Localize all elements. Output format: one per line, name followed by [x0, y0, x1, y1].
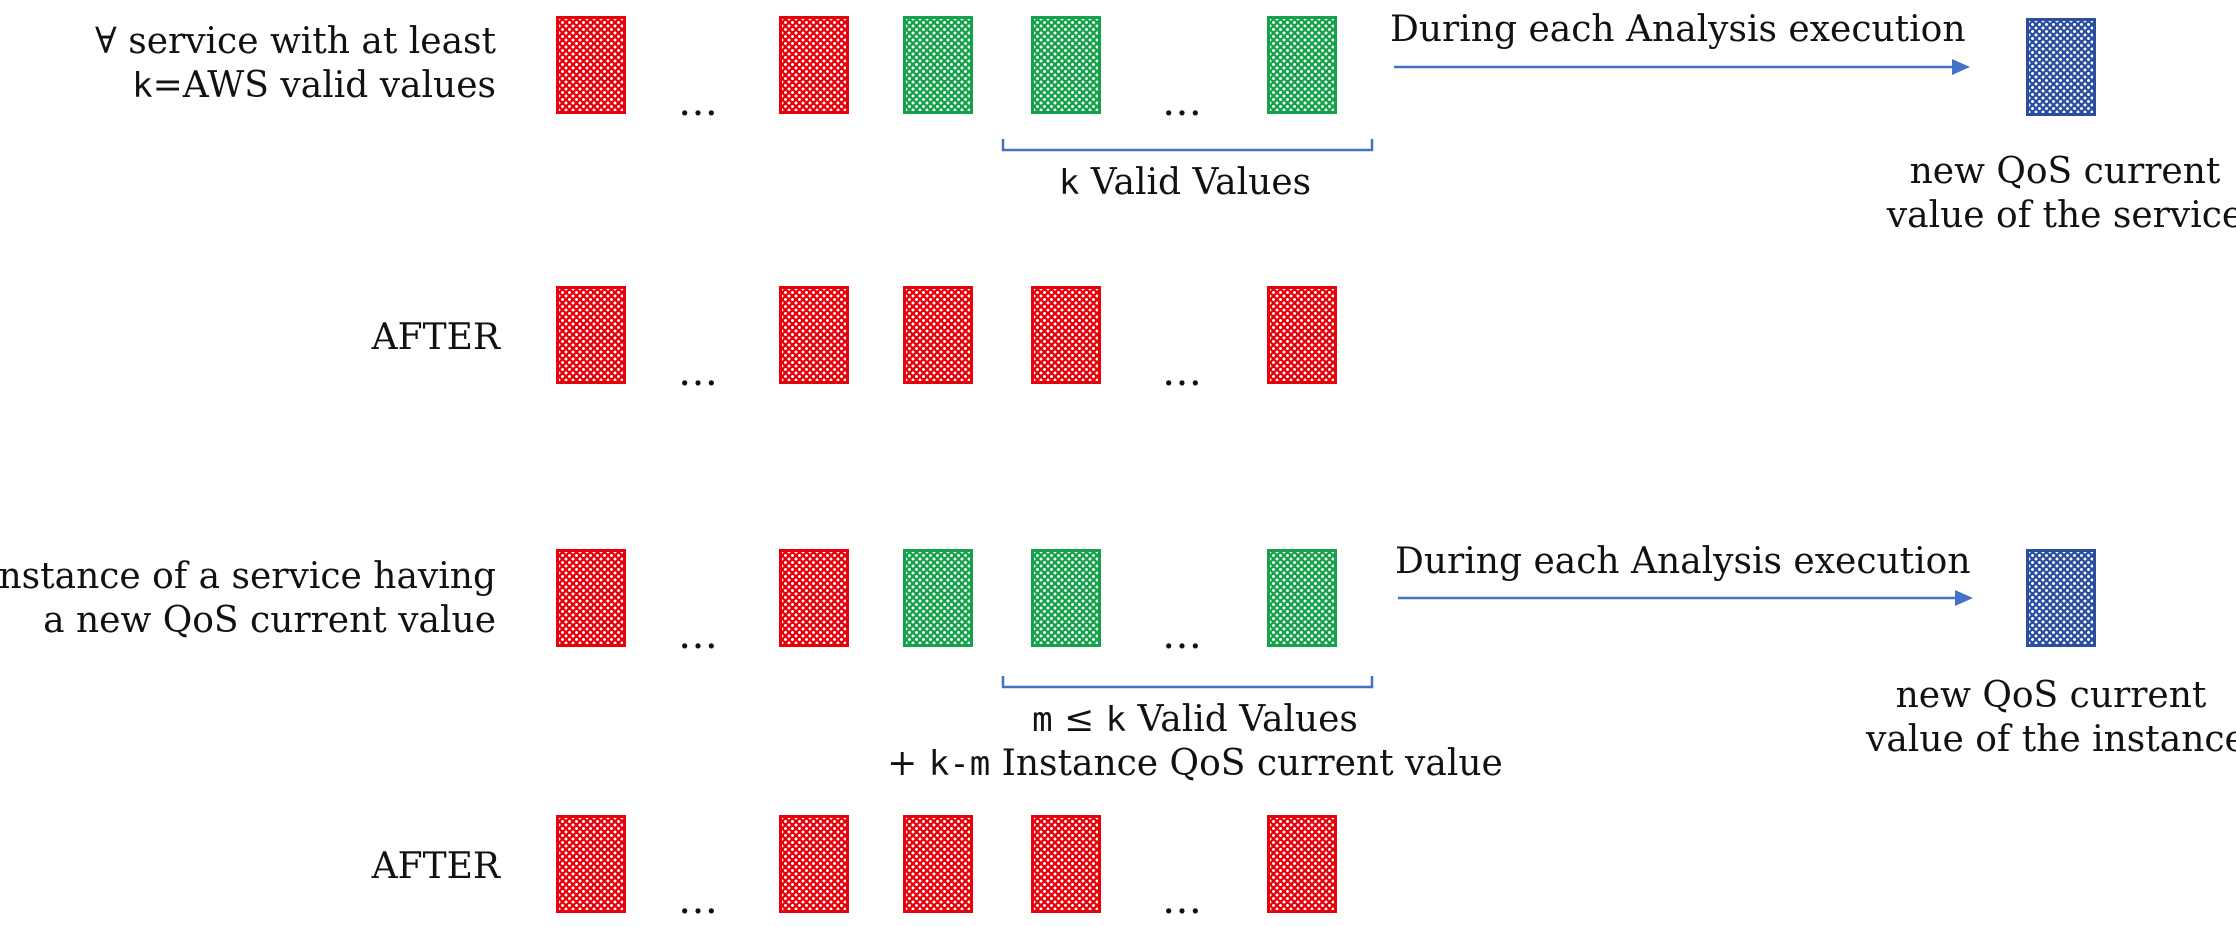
section2-result-label: new QoS current value of the instance — [1866, 674, 2236, 762]
section1-after-label: AFTER — [371, 317, 500, 358]
section1-label-line2: k=AWS valid values — [95, 64, 496, 108]
section2-brace-line1-text: Valid Values — [1126, 699, 1358, 740]
section2-arrow-head — [1955, 590, 1973, 606]
s2-row1-box-1 — [556, 549, 626, 647]
s2-row1-box-3 — [903, 549, 973, 647]
section2-k-code: k — [1105, 700, 1127, 740]
s2-row1-box-5 — [1267, 549, 1337, 647]
section1-label: ∀ service with at least k=AWS valid valu… — [95, 20, 496, 108]
s2-row1-ellipsis-1: … — [678, 612, 718, 658]
section1-result-line1: new QoS current — [1909, 151, 2221, 192]
s2-result-box — [2026, 549, 2096, 647]
section1-brace-k-code: k — [1058, 163, 1080, 203]
section1-arrow-label: During each Analysis execution — [1390, 9, 1966, 50]
section1-arrow-head — [1952, 59, 1970, 75]
s2-row1-box-2 — [779, 549, 849, 647]
section2-brace-line1: m ≤ k Valid Values — [860, 698, 1530, 742]
section2-result-line2: value of the instance — [1866, 719, 2236, 760]
s1-row1-box-1 — [556, 16, 626, 114]
s1-row2-box-4 — [1031, 286, 1101, 384]
section2-km-code: k-m — [928, 744, 991, 784]
section2-label: ∀ instance of a service having a new QoS… — [0, 555, 496, 643]
section2-after-label: AFTER — [371, 846, 500, 887]
section2-brace-line2: + k-m Instance QoS current value — [860, 742, 1530, 786]
section2-result-line1: new QoS current — [1895, 675, 2207, 716]
s1-row2-ellipsis-2: … — [1162, 349, 1202, 395]
s1-row1-ellipsis-1: … — [678, 79, 718, 125]
section2-m-code: m — [1032, 700, 1053, 740]
s1-row2-box-3 — [903, 286, 973, 384]
section1-label-line1: ∀ service with at least — [95, 21, 496, 62]
section1-k-code: k — [132, 66, 153, 106]
section1-label-line2-rest: =AWS valid values — [152, 65, 496, 106]
s1-row2-box-2 — [779, 286, 849, 384]
s1-row1-ellipsis-2: … — [1162, 79, 1202, 125]
section2-arrow-label: During each Analysis execution — [1395, 541, 1971, 582]
section1-result-line2: value of the service — [1886, 195, 2236, 236]
s2-row2-box-3 — [903, 815, 973, 913]
s1-row2-ellipsis-1: … — [678, 349, 718, 395]
s2-row2-box-4 — [1031, 815, 1101, 913]
section1-brace-text: Valid Values — [1079, 162, 1312, 203]
s2-row2-box-1 — [556, 815, 626, 913]
section2-brace — [1001, 676, 1374, 689]
s1-row2-box-1 — [556, 286, 626, 384]
section2-le-symbol: ≤ — [1052, 699, 1106, 740]
section2-label-line1: ∀ instance of a service having — [0, 556, 496, 597]
s2-row1-box-4 — [1031, 549, 1101, 647]
s1-row1-box-2 — [779, 16, 849, 114]
s2-row2-box-5 — [1267, 815, 1337, 913]
s2-row2-ellipsis-2: … — [1162, 877, 1202, 923]
s1-row2-box-5 — [1267, 286, 1337, 384]
s1-row1-box-4 — [1031, 16, 1101, 114]
s1-row1-box-5 — [1267, 16, 1337, 114]
s2-row1-ellipsis-2: … — [1162, 612, 1202, 658]
section2-brace-line2-text: Instance QoS current value — [990, 743, 1503, 784]
s2-row2-ellipsis-1: … — [678, 877, 718, 923]
section1-brace-label: k Valid Values — [970, 161, 1400, 205]
s1-row1-box-3 — [903, 16, 973, 114]
section2-label-line2: a new QoS current value — [43, 600, 496, 641]
section2-brace-label: m ≤ k Valid Values + k-m Instance QoS cu… — [860, 698, 1530, 786]
section1-result-label: new QoS current value of the service — [1880, 150, 2236, 238]
s2-row2-box-2 — [779, 815, 849, 913]
section1-brace — [1001, 139, 1374, 152]
s1-result-box — [2026, 18, 2096, 116]
section2-plus: + — [887, 743, 929, 784]
